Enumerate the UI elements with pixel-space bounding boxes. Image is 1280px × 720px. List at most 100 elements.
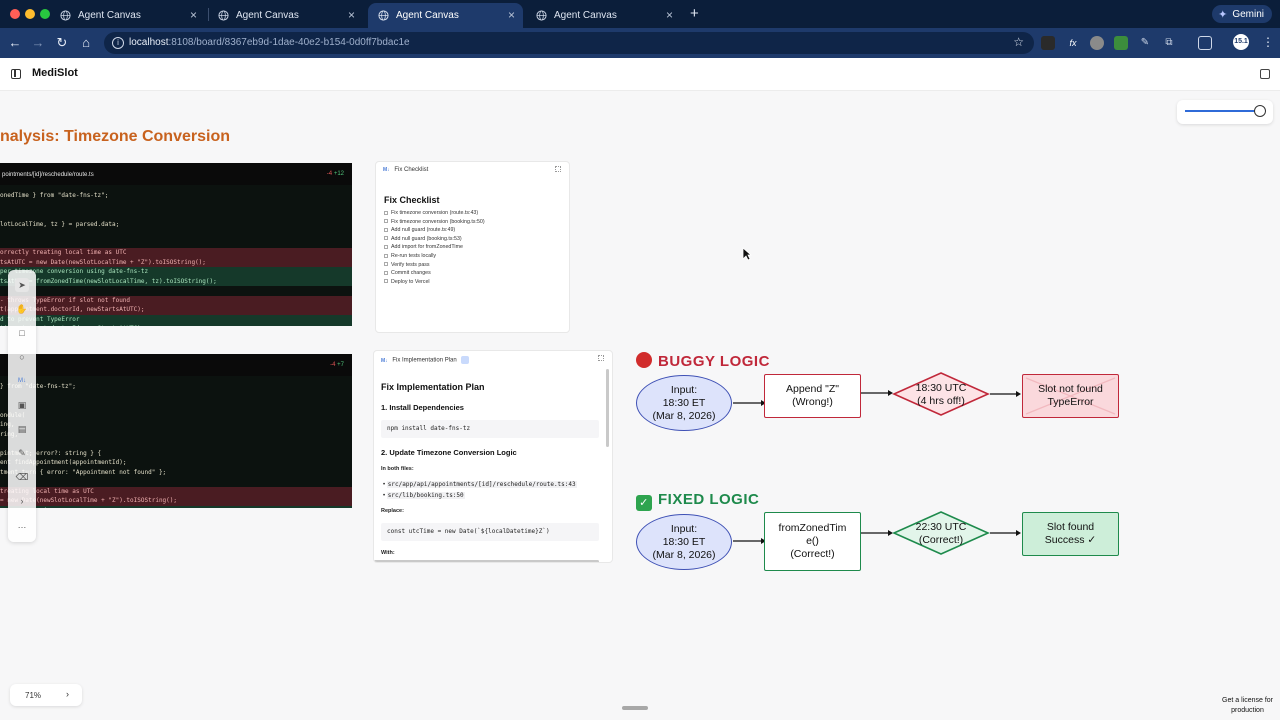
browser-tab-1[interactable]: Agent Canvas × [50, 3, 205, 28]
browser-tab-3-active[interactable]: Agent Canvas × [368, 3, 523, 28]
buggy-result-node[interactable]: 18:30 UTC(4 hrs off!) [894, 382, 988, 408]
checklist-item[interactable]: Re-run tests locally [384, 253, 436, 259]
red-circle-icon [636, 352, 652, 368]
expand-icon[interactable] [598, 355, 604, 361]
checkbox[interactable] [384, 279, 388, 284]
zoom-slider-knob[interactable] [1254, 105, 1266, 117]
sidebar-toggle-icon[interactable] [11, 69, 21, 79]
checklist-item[interactable]: Fix timezone conversion (booking.ts:50) [384, 219, 485, 225]
arrow-head [888, 390, 893, 396]
bottom-drawer-handle[interactable] [622, 706, 648, 710]
checklist-item[interactable]: Add null guard (route.ts:49) [384, 227, 455, 233]
code-line [0, 401, 352, 411]
checkbox[interactable] [384, 210, 388, 215]
file-tool-icon[interactable]: ▤ [17, 424, 27, 434]
horizontal-scrollbar[interactable] [374, 560, 599, 562]
chevron-right-icon[interactable]: › [66, 689, 69, 699]
license-line: Get a license for [1222, 697, 1273, 704]
markdown-tool-icon[interactable]: M↓ [18, 378, 26, 384]
close-window-button[interactable] [10, 9, 20, 19]
ellipse-tool-icon[interactable]: ○ [19, 352, 25, 362]
checkbox[interactable] [384, 270, 388, 275]
checklist-item[interactable]: Deploy to Vercel [384, 279, 430, 285]
browser-tab-2[interactable]: Agent Canvas × [208, 3, 363, 28]
expand-icon[interactable] [555, 166, 561, 172]
reload-icon[interactable]: ↻ [56, 35, 68, 50]
diff-stats: -4 +7 [330, 362, 344, 368]
rectangle-tool-icon[interactable]: □ [19, 328, 25, 338]
checklist-item-label: Fix timezone conversion (booking.ts:50) [391, 218, 485, 225]
fixed-input-node[interactable]: Input:18:30 ET(Mar 8, 2026) [636, 514, 732, 570]
code-diff-panel-route[interactable]: pointments/[id]/reschedule/route.ts -4 +… [0, 163, 352, 326]
file-list-item: • src/lib/booking.ts:50 [383, 492, 465, 499]
eraser-tool-icon[interactable]: ⌫ [15, 472, 29, 482]
reading-mode-icon[interactable] [1198, 36, 1212, 50]
checklist-item[interactable]: Fix timezone conversion (route.ts:43) [384, 210, 478, 216]
close-tab-icon[interactable]: × [347, 8, 355, 22]
install-command-code[interactable]: npm install date-fns-tz [381, 420, 599, 438]
checkbox[interactable] [384, 253, 388, 258]
close-tab-icon[interactable]: × [507, 8, 515, 22]
back-icon[interactable]: ← [8, 35, 22, 50]
extension-fx-icon[interactable]: fx [1069, 38, 1077, 48]
address-bar[interactable]: i localhost:8108/board/8367eb9d-1dae-40e… [104, 32, 1034, 54]
close-tab-icon[interactable]: × [665, 8, 673, 22]
browser-menu-icon[interactable]: ⋮ [1262, 35, 1274, 49]
checkbox[interactable] [384, 236, 388, 241]
extension-icon-4[interactable] [1114, 36, 1128, 50]
pen-extension-icon[interactable]: ✎ [1140, 37, 1150, 48]
markdown-icon: M↓ [383, 167, 390, 173]
select-tool-icon[interactable]: ➤ [15, 278, 29, 292]
code-line [0, 210, 352, 220]
checklist-item[interactable]: Commit changes [384, 270, 431, 276]
gemini-button[interactable]: ✦ Gemini [1212, 5, 1272, 23]
zoom-level-control[interactable]: 71% › [10, 684, 82, 706]
copy-icon[interactable] [1260, 69, 1270, 79]
extension-icon-3[interactable] [1090, 36, 1104, 50]
new-tab-button[interactable]: + [690, 5, 699, 22]
buggy-step-node[interactable]: Append "Z"(Wrong!) [764, 374, 861, 418]
code-diff-panel-booking[interactable]: -4 +7 } from "date-fns-tz";ondule(ing,ri… [0, 354, 352, 508]
expand-arrow-icon[interactable]: › [20, 496, 24, 506]
hand-tool-icon[interactable]: ✋ [16, 304, 28, 314]
checkbox[interactable] [384, 262, 388, 267]
minimize-window-button[interactable] [25, 9, 35, 19]
close-tab-icon[interactable]: × [189, 8, 197, 22]
node-line: (Mar 8, 2026) [652, 409, 716, 422]
checkbox[interactable] [384, 227, 388, 232]
bookmark-star-icon[interactable]: ☆ [1013, 35, 1024, 49]
checklist-item[interactable]: Add import for fromZonedTime [384, 244, 463, 250]
fix-plan-card[interactable]: M↓ Fix Implementation Plan Fix Implement… [373, 350, 613, 563]
forward-icon[interactable]: → [31, 35, 45, 50]
puzzle-extensions-icon[interactable]: ⧉ [1165, 37, 1173, 48]
fix-checklist-card[interactable]: M↓ Fix Checklist Fix Checklist Fix timez… [375, 161, 570, 333]
code-line: ing, [0, 420, 352, 430]
more-tools-icon[interactable]: … [17, 520, 27, 530]
code-line: treating local time as UTC [0, 486, 352, 496]
home-icon[interactable]: ⌂ [82, 35, 90, 50]
comment-badge[interactable] [461, 356, 470, 364]
checkbox[interactable] [384, 219, 388, 224]
zoom-slider[interactable] [1177, 100, 1273, 124]
checklist-item[interactable]: Verify tests pass [384, 262, 430, 268]
buggy-input-node[interactable]: Input:18:30 ET(Mar 8, 2026) [636, 375, 732, 431]
with-label: With: [381, 550, 395, 556]
checkbox[interactable] [384, 244, 388, 249]
url-text[interactable]: localhost:8108/board/8367eb9d-1dae-40e2-… [129, 37, 410, 48]
checklist-item[interactable]: Add null guard (booking.ts:53) [384, 236, 462, 242]
replace-code[interactable]: const utcTime = new Date(`${localDatetim… [381, 523, 599, 541]
browser-tab-4[interactable]: Agent Canvas × [526, 3, 681, 28]
fixed-result-node[interactable]: 22:30 UTC(Correct!) [894, 521, 988, 547]
extension-icon-1[interactable] [1041, 36, 1055, 50]
vertical-scrollbar[interactable] [606, 369, 609, 447]
image-tool-icon[interactable]: ▣ [17, 400, 27, 410]
pen-tool-icon[interactable]: ✎ [18, 448, 26, 458]
site-info-icon[interactable]: i [112, 37, 124, 49]
markdown-icon: M↓ [381, 357, 388, 364]
maximize-window-button[interactable] [40, 9, 50, 19]
profile-avatar[interactable]: 15.1 [1233, 34, 1249, 50]
